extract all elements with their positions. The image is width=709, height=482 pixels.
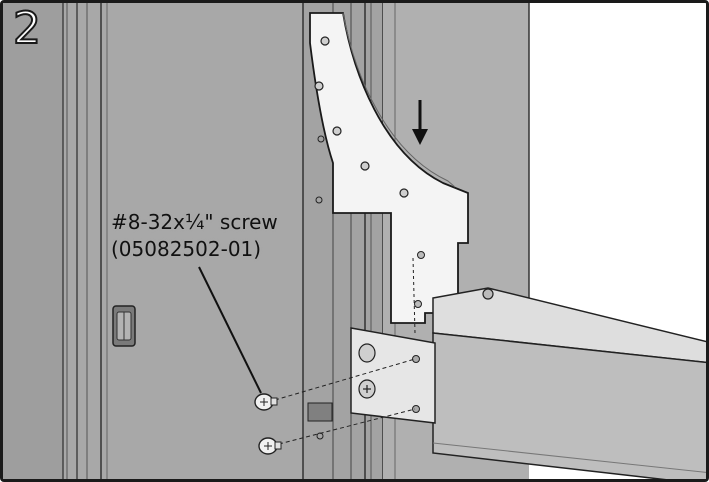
screw-lower — [258, 408, 416, 455]
assembly-illustration — [3, 3, 706, 479]
horizontal-beam — [432, 287, 706, 479]
callout-leader-line — [198, 266, 262, 394]
mounting-plate — [350, 327, 436, 424]
left-panel-edge — [3, 3, 63, 479]
callout-part-number: (05082502-01) — [111, 237, 262, 261]
post-slot — [307, 402, 333, 422]
step-number: 2 — [12, 3, 42, 54]
latch-clip — [112, 305, 136, 347]
down-arrow-icon — [412, 100, 428, 145]
screw-upper — [254, 358, 416, 411]
callout-part-description: #8-32x¼" screw — [111, 210, 278, 234]
screw-callout-label: #8-32x¼" screw (05082502-01) — [111, 209, 278, 263]
curved-bracket — [309, 12, 469, 334]
